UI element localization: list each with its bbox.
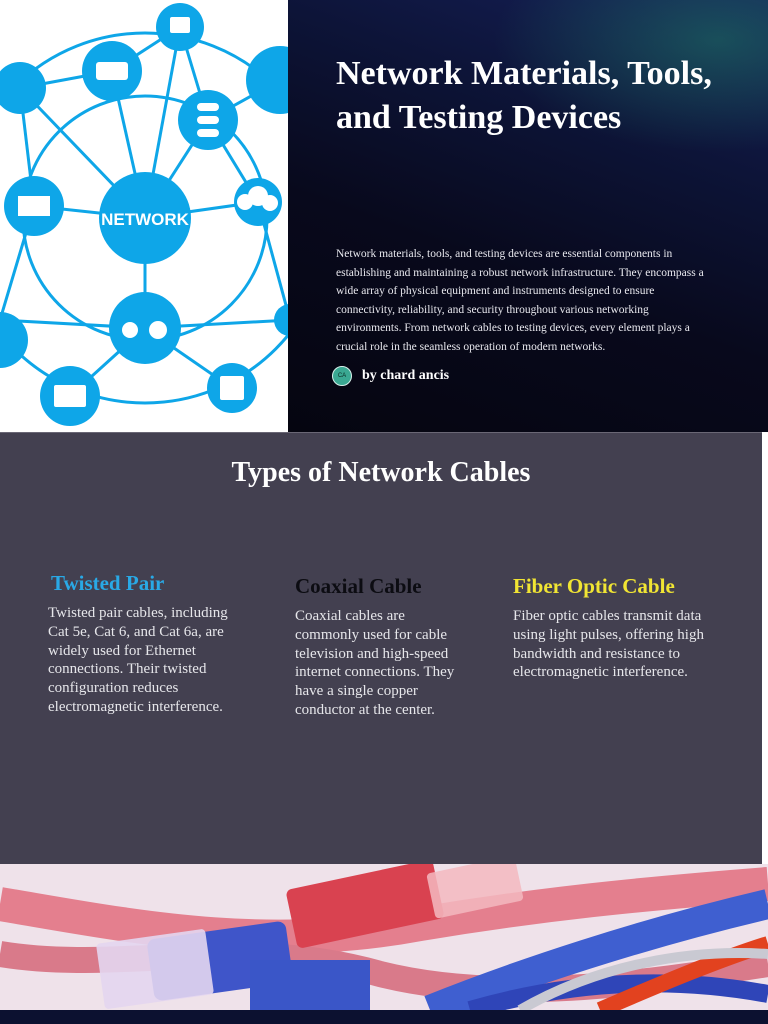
cable-description: Twisted pair cables, including Cat 5e, C… xyxy=(48,605,228,715)
section-title: Types of Network Cables xyxy=(231,457,531,488)
cable-types-slide: Types of Network Cables Twisted Pair Twi… xyxy=(0,432,762,864)
red-connector xyxy=(286,864,524,948)
cable-description: Coaxial cables are commonly used for cab… xyxy=(295,608,455,718)
ethernet-cable-icon xyxy=(0,864,768,1010)
blue-connector xyxy=(96,921,370,1010)
cable-heading: Fiber Optic Cable xyxy=(513,574,675,598)
next-slide-edge xyxy=(0,1010,768,1024)
network-diagram-icon: NETWORK xyxy=(0,3,288,426)
intro-paragraph: Network materials, tools, and testing de… xyxy=(336,248,704,353)
cable-description: Fiber optic cables transmit data using l… xyxy=(513,608,704,681)
network-center-label: NETWORK xyxy=(101,210,190,229)
ethernet-cables-photo xyxy=(0,864,768,1010)
cable-heading: Coaxial Cable xyxy=(295,574,422,598)
hero-panel: Network Materials, Tools, and Testing De… xyxy=(288,0,768,432)
cable-heading: Twisted Pair xyxy=(51,571,165,595)
author-name: by chard ancis xyxy=(362,368,450,383)
title-slide: NETWORK Network Materials, Tools, and Te… xyxy=(0,0,768,432)
cable-card-twisted-pair: Twisted Pair Twisted pair cables, includ… xyxy=(48,571,233,717)
author-byline: CA by chard ancis xyxy=(332,366,449,386)
cable-card-coaxial: Coaxial Cable Coaxial cables are commonl… xyxy=(295,574,465,720)
page-title: Network Materials, Tools, and Testing De… xyxy=(336,55,712,136)
network-illustration: NETWORK xyxy=(0,0,288,432)
cable-card-fiber-optic: Fiber Optic Cable Fiber optic cables tra… xyxy=(513,574,723,682)
avatar: CA xyxy=(332,366,352,386)
